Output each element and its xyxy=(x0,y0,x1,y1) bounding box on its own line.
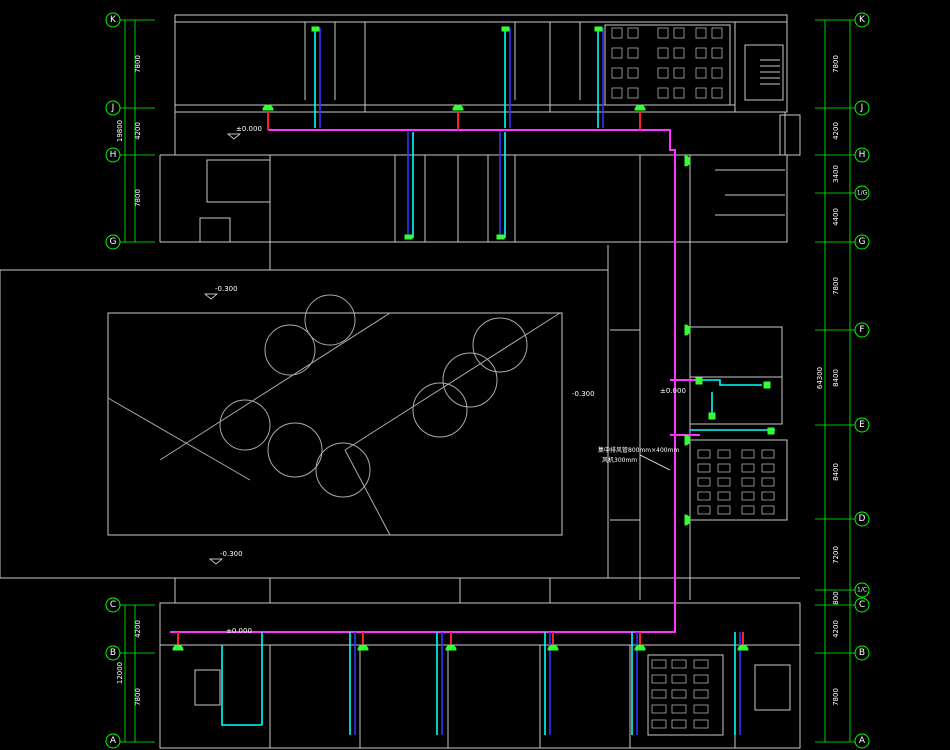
dimension-label: 4400 xyxy=(832,208,840,226)
dimension-label: 8400 xyxy=(832,463,840,481)
axis-label: 1/C xyxy=(857,587,867,594)
dimension-label: 3400 xyxy=(832,165,840,183)
fan-icon xyxy=(634,644,646,651)
dimension-label: 4200 xyxy=(832,620,840,638)
courtyard-inner xyxy=(107,312,563,536)
dimension-total: 19800 xyxy=(116,120,124,142)
dimension-label: 7800 xyxy=(832,55,840,73)
south-block-outline xyxy=(159,602,801,749)
dimension-label: 4200 xyxy=(832,122,840,140)
north-block-outline xyxy=(174,14,788,113)
dimension-label: 800 xyxy=(832,591,840,604)
axis-label: G xyxy=(859,237,866,247)
axis-bubbles-right: K J H 1/G G F E D 1/C C B A xyxy=(854,12,870,749)
dimension-total: 64300 xyxy=(816,367,824,389)
axis-label: G xyxy=(110,237,117,247)
axis-label: K xyxy=(110,15,117,25)
axis-label: 1/G xyxy=(857,190,868,197)
level-label: ±0.000 xyxy=(660,387,686,395)
axis-label: A xyxy=(110,736,117,746)
fan-icon xyxy=(452,104,464,111)
axis-label: A xyxy=(859,736,866,746)
fan-icon xyxy=(737,644,749,651)
duct-size-note: 集中排风管800mm×400mm xyxy=(598,446,679,454)
fan-size-note: 风机300mm xyxy=(602,456,637,464)
fan-icon xyxy=(547,644,559,651)
fan-icon xyxy=(684,434,691,446)
dimension-text-left: 7800 4200 7800 4200 7800 19800 12000 xyxy=(116,55,142,706)
level-label: ±0.000 xyxy=(236,125,262,133)
south-desk-grid xyxy=(651,659,709,729)
courtyard-trees xyxy=(219,294,528,498)
dimension-label: 7800 xyxy=(832,688,840,706)
fan-icon xyxy=(357,644,369,651)
axis-label: K xyxy=(859,15,866,25)
stair-west-g xyxy=(199,217,231,243)
fan-icon xyxy=(172,644,184,651)
axis-label: E xyxy=(859,420,865,430)
stair-se xyxy=(754,664,791,711)
north-desk-grid xyxy=(611,27,723,99)
level-label: -0.300 xyxy=(572,390,595,398)
axis-label: B xyxy=(110,648,116,658)
dimension-text-right: 7800 4200 3400 4400 7800 8400 8400 7200 … xyxy=(816,55,840,706)
stair-ne xyxy=(744,44,784,101)
duct-annotation: 集中排风管800mm×400mm 风机300mm xyxy=(598,446,679,471)
dimension-lines xyxy=(120,19,855,743)
dimension-label: 8400 xyxy=(832,369,840,387)
fan-icon xyxy=(634,104,646,111)
level-label: ±0.000 xyxy=(226,627,252,635)
main-exhaust-duct-north xyxy=(170,129,676,633)
level-label: -0.300 xyxy=(215,285,238,293)
level-label: -0.300 xyxy=(220,550,243,558)
axis-label: J xyxy=(111,103,115,113)
fan-equipment-markers xyxy=(172,26,775,651)
axis-label: H xyxy=(859,150,866,160)
north-risers xyxy=(314,28,604,238)
dimension-label: 4200 xyxy=(134,620,142,638)
fan-icon xyxy=(684,155,691,167)
east-desk-grid xyxy=(697,449,775,515)
ne-annex xyxy=(779,114,801,156)
south-classroom-desk-zone xyxy=(647,654,724,736)
east-branches xyxy=(690,379,775,431)
dimension-label: 4200 xyxy=(134,122,142,140)
axis-label: C xyxy=(859,600,865,610)
level-markers: ±0.000 -0.300 -0.300 -0.300 ±0.000 ±0.00… xyxy=(204,125,686,635)
stair-sw xyxy=(194,669,221,706)
axis-label: F xyxy=(859,325,864,335)
east-room-e xyxy=(689,376,783,425)
dimension-label: 7800 xyxy=(134,55,142,73)
axis-label: J xyxy=(860,103,864,113)
fan-icon xyxy=(684,514,691,526)
dimension-label: 7800 xyxy=(134,688,142,706)
fan-icon xyxy=(684,324,691,336)
dimension-label: 7200 xyxy=(832,546,840,564)
dimension-total: 12000 xyxy=(116,662,124,684)
dimension-label: 7800 xyxy=(832,277,840,295)
fan-icon xyxy=(262,104,274,111)
axis-label: B xyxy=(859,648,865,658)
axis-label: C xyxy=(110,600,116,610)
axis-bubbles-left: K J H G C B A xyxy=(105,12,121,749)
axis-label: H xyxy=(110,150,117,160)
axis-label: D xyxy=(859,514,866,524)
fan-icon xyxy=(445,644,457,651)
toilet-block xyxy=(689,154,788,243)
dimension-label: 7800 xyxy=(134,189,142,207)
